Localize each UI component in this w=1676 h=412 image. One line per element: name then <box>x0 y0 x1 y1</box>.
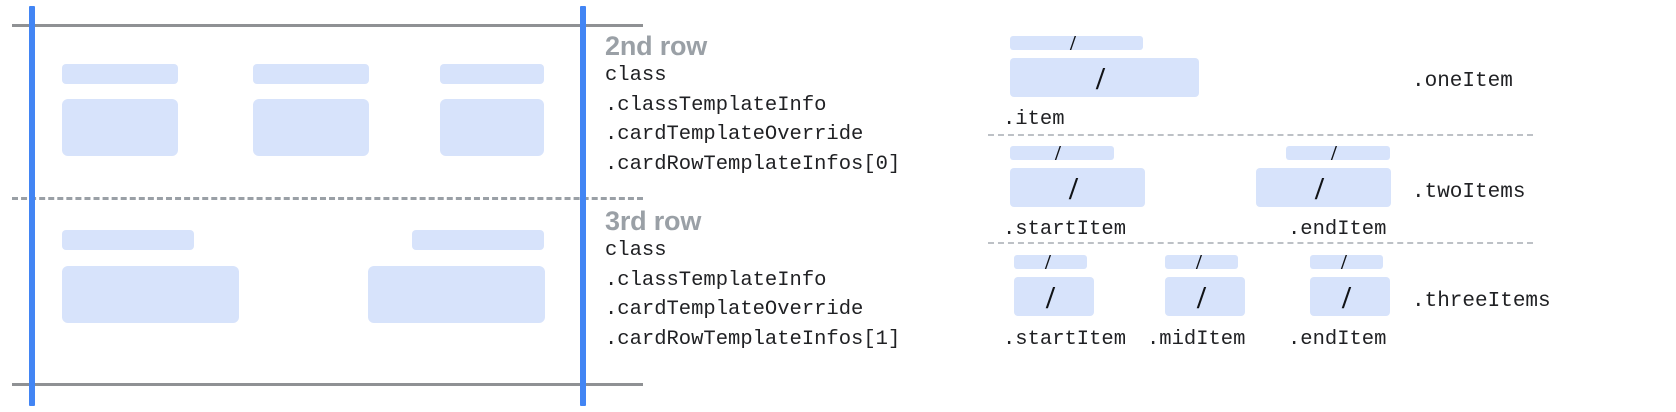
slot-bar <box>1310 255 1383 269</box>
slash-glyph: / <box>1046 279 1055 315</box>
annotation-code-line: .cardTemplateOverride <box>605 298 864 321</box>
cell-block <box>440 99 544 156</box>
cell-bar <box>62 230 194 250</box>
slot-bar <box>1165 255 1238 269</box>
slot-label: .startItem <box>1003 218 1127 241</box>
slash-glyph: / <box>1045 250 1051 274</box>
slot-label: .midItem <box>1147 328 1246 351</box>
annotation-code-line: .cardTemplateOverride <box>605 123 864 146</box>
annotation-code-line: .classTemplateInfo <box>605 268 827 292</box>
slot-label: .startItem <box>1003 328 1127 351</box>
annotation-code-line: .cardRowTemplateInfos[0] <box>605 152 901 176</box>
slot-label: .endItem <box>1288 218 1387 241</box>
slot-box <box>1165 277 1245 316</box>
annotation-code-line: class <box>605 64 667 87</box>
cell-bar <box>412 230 544 250</box>
cell-block <box>62 99 178 156</box>
annotation-code-line: class <box>605 239 667 262</box>
item-slot: / / <box>1010 31 1200 106</box>
slash-glyph: / <box>1315 170 1324 206</box>
slash-glyph: / <box>1096 60 1105 96</box>
slot-bar <box>1010 146 1114 160</box>
slot-box <box>1310 277 1390 316</box>
slot-label: .endItem <box>1288 328 1387 351</box>
slash-glyph: / <box>1196 250 1202 274</box>
item-slot: / / <box>1256 141 1392 216</box>
slash-glyph: / <box>1069 170 1078 206</box>
item-slot: / / <box>1165 250 1255 325</box>
group-label: .oneItem <box>1412 70 1513 93</box>
slot-box <box>1010 168 1145 207</box>
group-separator <box>988 134 1533 136</box>
row-boundary-top <box>12 24 643 27</box>
cell-bar <box>253 64 369 84</box>
slot-bar <box>1286 146 1390 160</box>
item-slot: / / <box>1310 250 1400 325</box>
annotation-title: 2nd row <box>605 31 708 61</box>
group-separator <box>988 242 1533 244</box>
cell-block <box>253 99 369 156</box>
cell-block <box>62 266 239 323</box>
card-rows-schematic <box>0 0 660 412</box>
slot-bar <box>1010 36 1143 50</box>
slot-bar <box>1014 255 1087 269</box>
group-label: .twoItems <box>1412 181 1526 204</box>
group-label: .threeItems <box>1412 290 1551 313</box>
annotation-row-3: 3rd row class .classTemplateInfo .cardTe… <box>605 206 900 354</box>
item-slot: / / <box>1010 141 1146 216</box>
slash-glyph: / <box>1055 141 1061 165</box>
guide-line-end <box>580 6 586 406</box>
slash-glyph: / <box>1331 141 1337 165</box>
schematic-row-2 <box>0 0 660 197</box>
slot-box <box>1256 168 1391 207</box>
slot-label: .item <box>1003 108 1065 131</box>
slash-glyph: / <box>1342 279 1351 315</box>
cell-bar <box>440 64 544 84</box>
row-divider-dashed <box>12 197 643 200</box>
schematic-row-3 <box>0 197 660 387</box>
slash-glyph: / <box>1070 31 1076 55</box>
guide-line-start <box>29 6 35 406</box>
annotation-code-line: .cardRowTemplateInfos[1] <box>605 327 901 351</box>
slot-box <box>1014 277 1094 316</box>
slot-box <box>1010 58 1199 97</box>
annotation-title: 3rd row <box>605 206 702 236</box>
row-boundary-bottom <box>12 383 643 386</box>
item-slot: / / <box>1014 250 1104 325</box>
slash-glyph: / <box>1197 279 1206 315</box>
cell-block <box>368 266 545 323</box>
slash-glyph: / <box>1341 250 1347 274</box>
annotation-row-2: 2nd row class .classTemplateInfo .cardTe… <box>605 31 900 179</box>
cell-bar <box>62 64 178 84</box>
annotation-code-line: .classTemplateInfo <box>605 93 827 117</box>
